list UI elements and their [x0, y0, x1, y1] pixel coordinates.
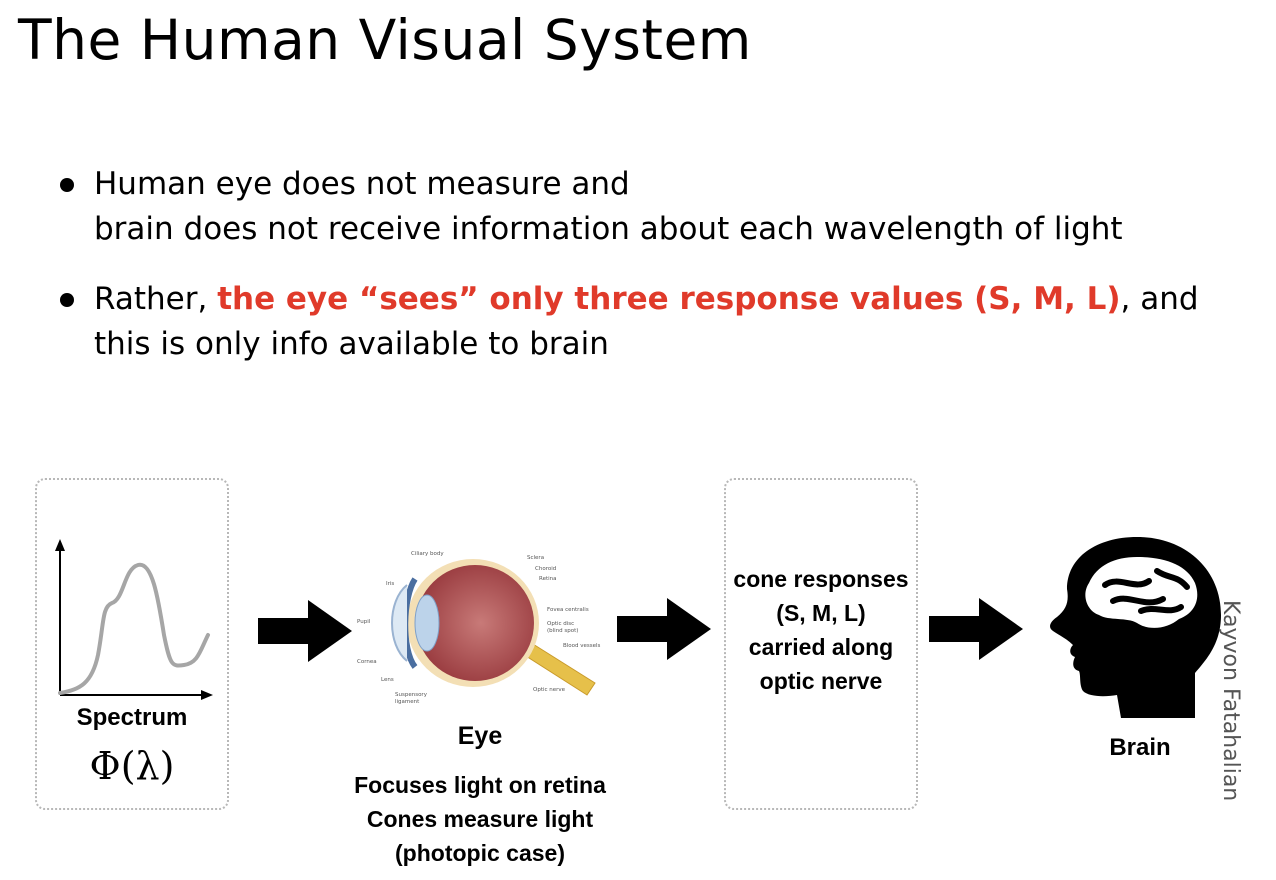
cone-responses-text: cone responses (S, M, L) carried along o…: [724, 562, 918, 698]
spectrum-label: Spectrum: [76, 704, 188, 731]
brain-label: Brain: [1109, 734, 1171, 761]
arrow-right-icon: [617, 598, 711, 660]
eye-part-label: Blood vessels: [563, 643, 601, 649]
eye-part-label: Fovea centralis: [547, 607, 589, 613]
cone-line: carried along: [748, 634, 894, 660]
eye-desc-line: (photopic case): [395, 840, 565, 866]
bullet-1: Human eye does not measure and brain doe…: [60, 162, 1123, 252]
cone-line: optic nerve: [759, 668, 883, 694]
bullet-2-line-1: Rather, the eye “sees” only three respon…: [94, 277, 1199, 322]
cone-responses-box: [724, 478, 918, 810]
spectrum-plot: [55, 539, 213, 700]
eye-part-label: Iris: [386, 581, 394, 587]
spectrum-curve: [58, 562, 210, 695]
cone-line: (S, M, L): [776, 600, 866, 626]
eye-label: Eye: [457, 722, 503, 750]
lens-shape: [414, 594, 440, 652]
eye-part-label: (blind spot): [547, 628, 578, 634]
bullet-2-pre: Rather,: [94, 281, 218, 317]
eye-description: Focuses light on retina Cones measure li…: [340, 768, 620, 870]
slide-title: The Human Visual System: [18, 8, 752, 72]
eye-part-label: Cornea: [357, 659, 377, 665]
spectrum-formula: Φ(λ): [89, 744, 175, 788]
bullet-1-line-2: brain does not receive information about…: [94, 211, 1123, 247]
brain-head-icon: [1050, 537, 1221, 718]
eye-anatomy-illustration: Ciliary body Sclera Choroid Retina Iris …: [357, 551, 601, 705]
spectrum-box: [35, 478, 229, 810]
eye-part-label: Choroid: [535, 566, 556, 572]
eye-desc-line: Focuses light on retina: [354, 772, 606, 798]
eye-part-label: Ciliary body: [411, 551, 444, 557]
eye-part-label: Sclera: [527, 555, 544, 561]
eye-part-label: Optic nerve: [533, 687, 566, 693]
arrow-right-icon: [258, 600, 352, 662]
eye-part-label: ligament: [395, 699, 420, 705]
eyeball-interior: [416, 565, 534, 681]
bullet-dot: [60, 293, 74, 307]
x-axis-arrow: [201, 690, 213, 700]
eye-part-label: Optic disc: [547, 621, 574, 627]
bullet-1-line-1: Human eye does not measure and: [94, 166, 630, 202]
bullet-dot: [60, 178, 74, 192]
cone-line: cone responses: [733, 566, 909, 592]
bullet-2-post: , and: [1120, 281, 1199, 317]
y-axis-arrow: [55, 539, 65, 551]
eye-part-label: Lens: [381, 677, 394, 683]
eye-part-label: Retina: [539, 576, 557, 582]
cornea-shape: [391, 584, 408, 662]
bullet-2-line-2: this is only info available to brain: [94, 326, 609, 362]
eye-desc-line: Cones measure light: [366, 806, 594, 832]
eye-part-label: Pupil: [357, 619, 371, 625]
arrow-right-icon: [929, 598, 1023, 660]
eye-part-label: Suspensory: [395, 692, 428, 698]
bullet-2-highlight: the eye “sees” only three response value…: [217, 281, 1121, 317]
author-credit: Kayvon Fatahalian: [1218, 600, 1243, 802]
bullet-2: Rather, the eye “sees” only three respon…: [60, 277, 1199, 367]
